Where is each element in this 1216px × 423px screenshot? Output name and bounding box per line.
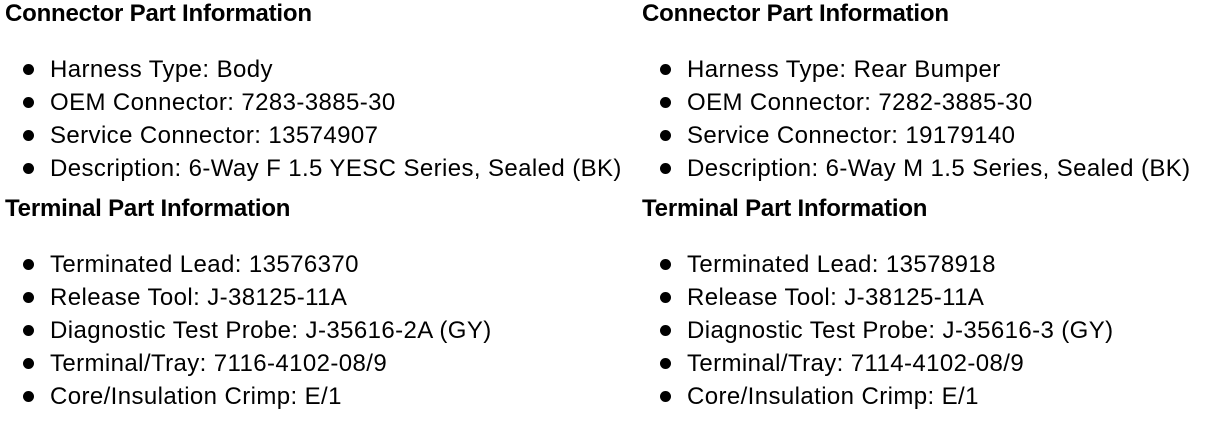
bullet-icon [660, 130, 671, 141]
list-item-text: Core/Insulation Crimp: E/1 [50, 383, 342, 410]
list-item-text: Harness Type: Body [50, 56, 273, 83]
list-item-text: Release Tool: J-38125-11A [687, 284, 985, 311]
bullet-icon [23, 64, 34, 75]
bullet-icon [660, 325, 671, 336]
list-item-text: Description: 6-Way F 1.5 YESC Series, Se… [50, 155, 622, 182]
list-item-text: OEM Connector: 7283-3885-30 [50, 89, 396, 116]
list-item: Service Connector: 19179140 [642, 119, 1216, 152]
bullet-icon [23, 358, 34, 369]
list-item-text: Terminated Lead: 13576370 [50, 251, 359, 278]
bullet-icon [23, 391, 34, 402]
list-item-text: Service Connector: 13574907 [50, 122, 379, 149]
list-item-text: Terminal/Tray: 7116-4102-08/9 [50, 350, 388, 377]
list-item: OEM Connector: 7283-3885-30 [5, 86, 637, 119]
list-item: Core/Insulation Crimp: E/1 [5, 380, 637, 413]
left-column: Connector Part Information Harness Type:… [5, 0, 637, 413]
bullet-icon [23, 97, 34, 108]
right-column: Connector Part Information Harness Type:… [637, 0, 1216, 423]
bullet-icon [23, 259, 34, 270]
connector-info-list: Harness Type: Body OEM Connector: 7283-3… [5, 53, 637, 185]
terminal-part-information-heading: Terminal Part Information [642, 195, 928, 222]
bullet-icon [660, 97, 671, 108]
list-item: Terminated Lead: 13576370 [5, 248, 637, 281]
bullet-icon [23, 130, 34, 141]
list-item-text: OEM Connector: 7282-3885-30 [687, 89, 1033, 116]
bullet-icon [660, 64, 671, 75]
list-item: Diagnostic Test Probe: J-35616-2A (GY) [5, 314, 637, 347]
bullet-icon [660, 259, 671, 270]
list-item: Diagnostic Test Probe: J-35616-3 (GY) [642, 314, 1216, 347]
list-item-text: Terminal/Tray: 7114-4102-08/9 [687, 350, 1025, 377]
list-item: Description: 6-Way M 1.5 Series, Sealed … [642, 152, 1216, 185]
bullet-icon [23, 292, 34, 303]
bullet-icon [23, 325, 34, 336]
list-item: Terminal/Tray: 7116-4102-08/9 [5, 347, 637, 380]
connector-part-information-heading: Connector Part Information [5, 0, 312, 27]
list-item: Core/Insulation Crimp: E/1 [642, 380, 1216, 413]
connector-part-information-heading: Connector Part Information [642, 0, 949, 27]
list-item: Release Tool: J-38125-11A [5, 281, 637, 314]
list-item-text: Terminated Lead: 13578918 [687, 251, 996, 278]
list-item: Service Connector: 13574907 [5, 119, 637, 152]
list-item: Harness Type: Body [5, 53, 637, 86]
list-item: OEM Connector: 7282-3885-30 [642, 86, 1216, 119]
list-item: Terminal/Tray: 7114-4102-08/9 [642, 347, 1216, 380]
list-item: Description: 6-Way F 1.5 YESC Series, Se… [5, 152, 637, 185]
bullet-icon [660, 391, 671, 402]
bullet-icon [660, 163, 671, 174]
bullet-icon [660, 292, 671, 303]
list-item-text: Service Connector: 19179140 [687, 122, 1016, 149]
list-item-text: Core/Insulation Crimp: E/1 [687, 383, 979, 410]
bullet-icon [23, 163, 34, 174]
list-item-text: Diagnostic Test Probe: J-35616-2A (GY) [50, 317, 492, 344]
list-item: Release Tool: J-38125-11A [642, 281, 1216, 314]
list-item-text: Release Tool: J-38125-11A [50, 284, 348, 311]
terminal-part-information-heading: Terminal Part Information [5, 195, 291, 222]
list-item: Terminated Lead: 13578918 [642, 248, 1216, 281]
terminal-info-list: Terminated Lead: 13576370 Release Tool: … [5, 248, 637, 413]
connector-info-list: Harness Type: Rear Bumper OEM Connector:… [642, 53, 1216, 185]
list-item-text: Harness Type: Rear Bumper [687, 56, 1001, 83]
list-item: Harness Type: Rear Bumper [642, 53, 1216, 86]
list-item-text: Description: 6-Way M 1.5 Series, Sealed … [687, 155, 1191, 182]
terminal-info-list: Terminated Lead: 13578918 Release Tool: … [642, 248, 1216, 413]
list-item-text: Diagnostic Test Probe: J-35616-3 (GY) [687, 317, 1114, 344]
bullet-icon [660, 358, 671, 369]
